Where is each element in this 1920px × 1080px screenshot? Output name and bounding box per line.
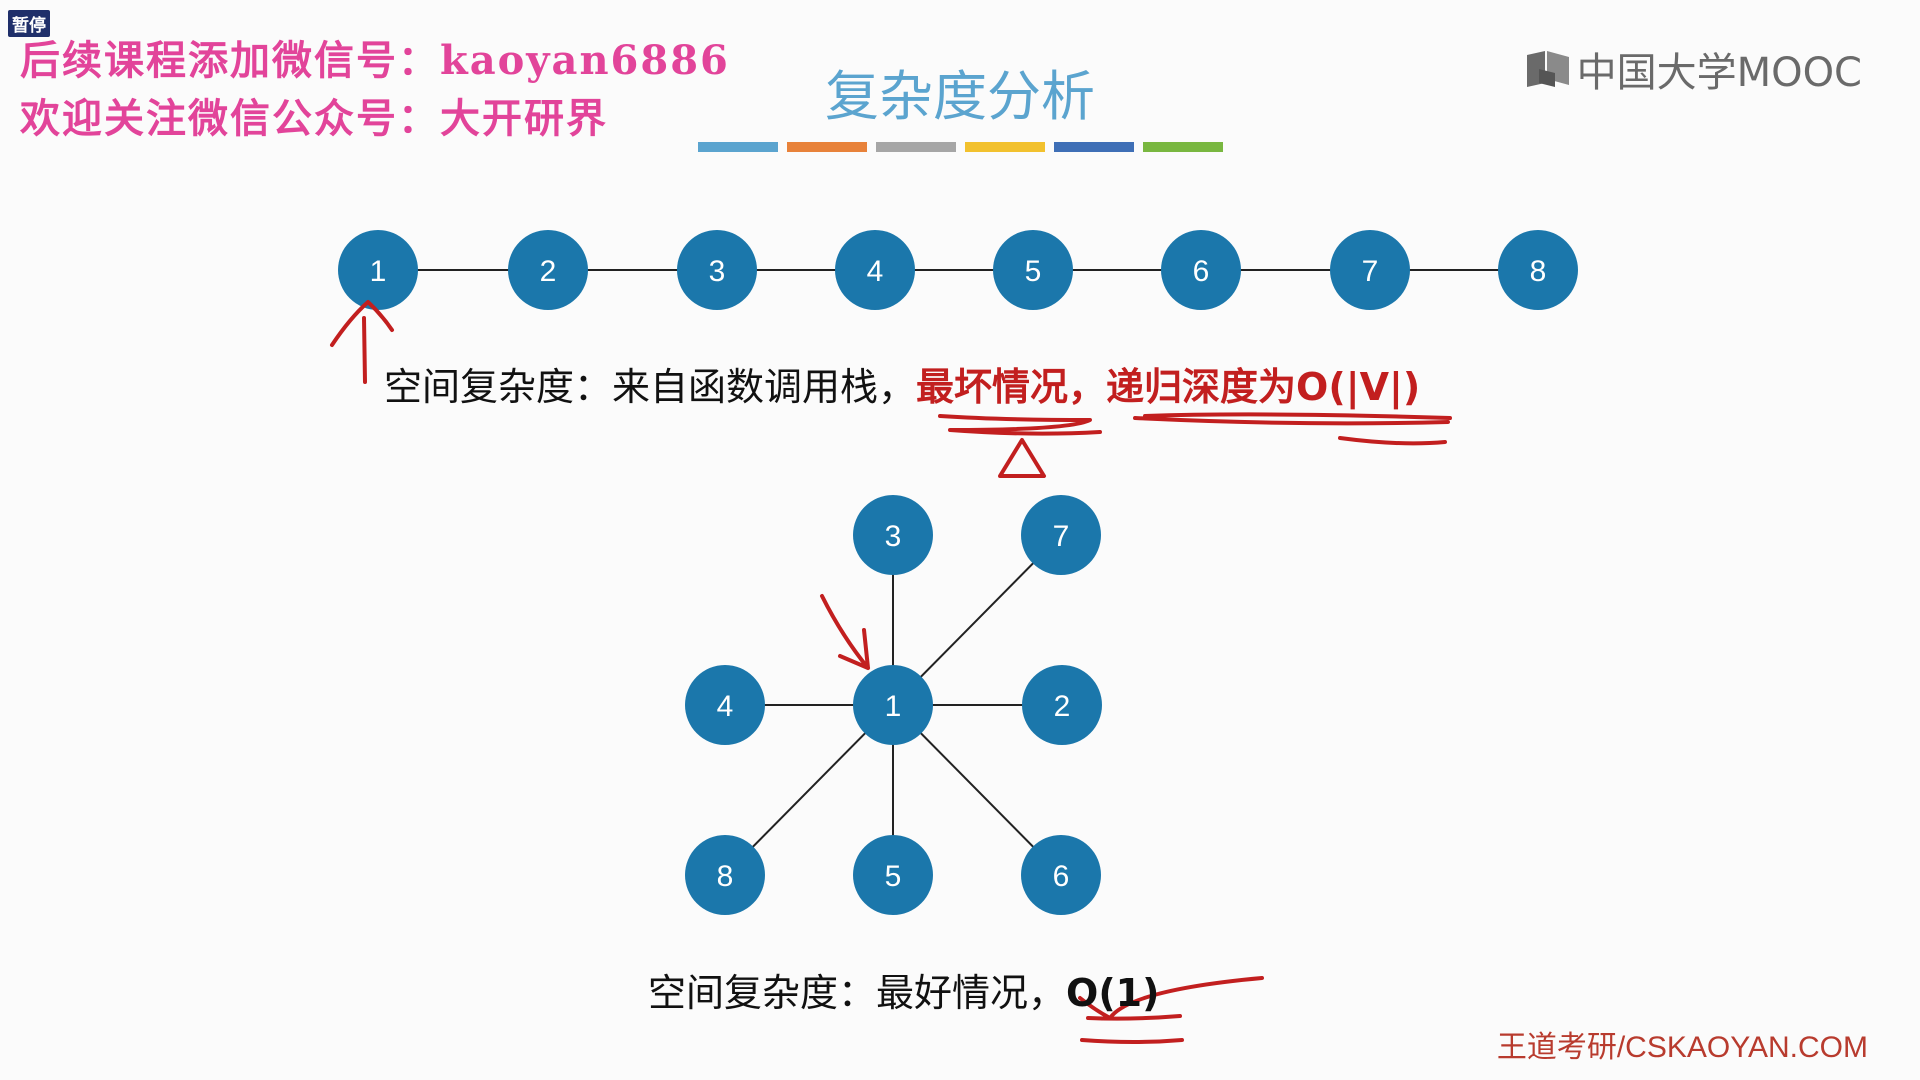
title-color-bars <box>698 142 1223 152</box>
underline-best-case <box>1080 1014 1184 1044</box>
worst-case-result: 递归深度为O(|V|) <box>1106 365 1421 409</box>
chain-node-label: 2 <box>540 255 557 288</box>
chain-node-label: 7 <box>1362 255 1379 288</box>
chain-node: 8 <box>1498 230 1578 310</box>
chain-node: 6 <box>1161 230 1241 310</box>
best-caption-prefix: 空间复杂度：最好情况， <box>648 971 1067 1015</box>
star-node-label: 5 <box>885 860 902 893</box>
title-bar-gray <box>876 142 956 152</box>
title-bar-orange <box>787 142 867 152</box>
handwritten-annotations <box>330 300 1452 1044</box>
star-node-label: 7 <box>1053 520 1070 553</box>
chain-node-label: 3 <box>709 255 726 288</box>
title-bar-darkblue <box>1054 142 1134 152</box>
chain-node: 7 <box>1330 230 1410 310</box>
mooc-logo-icon <box>1526 51 1569 87</box>
chain-nodes: 1 2 3 4 5 6 7 8 <box>338 230 1578 310</box>
chain-node-label: 5 <box>1025 255 1042 288</box>
pointer-arrow-down-icon <box>820 594 870 670</box>
promo-wechat-account: 欢迎关注微信公众号：大开研界 <box>20 95 608 142</box>
star-node-label: 6 <box>1053 860 1070 893</box>
pause-indicator[interactable]: 暂停 <box>8 10 50 37</box>
triangle-mark-icon <box>998 438 1046 478</box>
best-case-caption: 空间复杂度：最好情况，O(1) <box>648 962 1160 1017</box>
chain-node: 4 <box>835 230 915 310</box>
star-center-node: 1 <box>853 665 933 745</box>
star-node: 6 <box>1021 835 1101 915</box>
chain-node-label: 4 <box>867 255 884 288</box>
star-node-label: 8 <box>717 860 734 893</box>
footer-brand: 王道考研/CSKAOYAN.COM <box>1496 1031 1868 1064</box>
pointer-arrow-up-icon <box>330 300 394 384</box>
best-case-result: O(1) <box>1066 971 1160 1015</box>
chain-node: 5 <box>993 230 1073 310</box>
title-bar-green <box>1143 142 1223 152</box>
star-node: 5 <box>853 835 933 915</box>
star-node-label: 4 <box>717 690 734 723</box>
underline-recursion-depth <box>1133 412 1452 446</box>
chain-node-label: 8 <box>1530 255 1547 288</box>
chain-node: 1 <box>338 230 418 310</box>
worst-case-label: 最坏情况， <box>916 365 1107 409</box>
star-node: 3 <box>853 495 933 575</box>
chain-node: 2 <box>508 230 588 310</box>
worst-caption-prefix: 空间复杂度：来自函数调用栈， <box>384 365 917 409</box>
star-nodes: 3 7 4 1 2 8 5 6 <box>685 495 1102 915</box>
chain-node-label: 6 <box>1193 255 1210 288</box>
star-node: 7 <box>1021 495 1101 575</box>
star-node-label: 3 <box>885 520 902 553</box>
title-bar-yellow <box>965 142 1045 152</box>
mooc-brand-text: 中国大学MOOC <box>1576 50 1862 96</box>
slide-title: 复杂度分析 <box>825 65 1095 128</box>
chain-node-label: 1 <box>370 255 387 288</box>
chain-node: 3 <box>677 230 757 310</box>
star-node-label: 2 <box>1054 690 1071 723</box>
star-node: 8 <box>685 835 765 915</box>
star-node-label: 1 <box>885 690 902 723</box>
worst-case-caption: 空间复杂度：来自函数调用栈，最坏情况，递归深度为O(|V|) <box>384 356 1420 411</box>
title-bar-blue <box>698 142 778 152</box>
mooc-brand: 中国大学MOOC <box>1525 40 1862 98</box>
star-node: 4 <box>685 665 765 745</box>
promo-wechat-id: 后续课程添加微信号：kaoyan6886 <box>20 37 730 84</box>
underline-worst-case <box>938 414 1102 436</box>
checkmark-icon <box>1078 976 1264 1020</box>
star-node: 2 <box>1022 665 1102 745</box>
